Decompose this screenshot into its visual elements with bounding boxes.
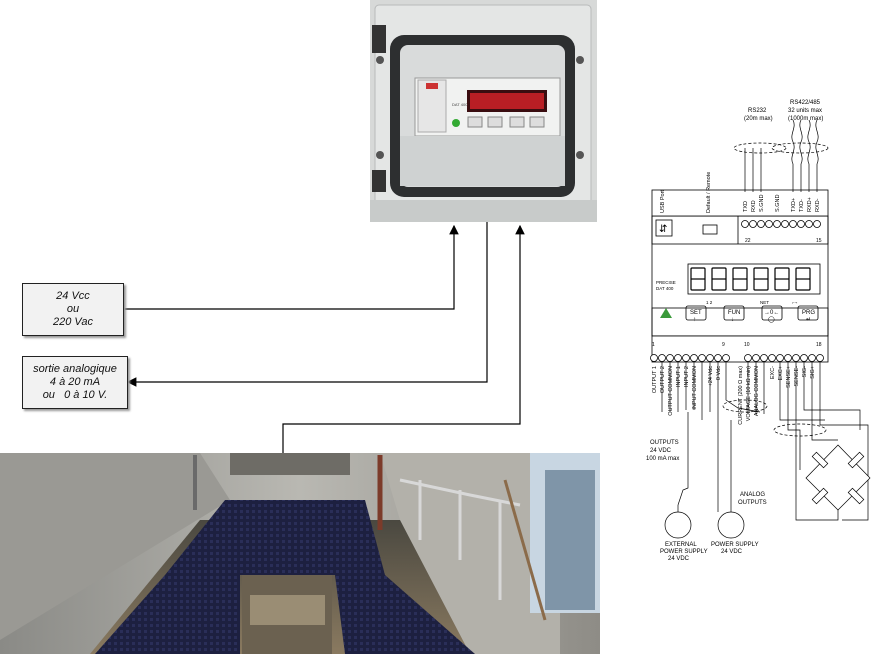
bottom-terminal-label: CURRENT (200 Ω max)	[738, 366, 744, 425]
default-remote-label: Default / Remote	[706, 172, 712, 213]
weighbridge-photo	[0, 453, 600, 654]
button-mark: ⌐¬	[792, 300, 798, 305]
seven-segment-display	[690, 267, 811, 291]
bottom-terminal-label: EXC+	[778, 366, 784, 381]
outputs-note-line: OUTPUTS	[650, 440, 679, 446]
top-terminal-label: RXD	[751, 200, 757, 212]
connection-lines	[123, 222, 525, 455]
brand-logo-icon	[660, 308, 672, 318]
bottom-terminal-label: INPUT 1	[676, 366, 682, 387]
top-terminal-label: TXD-	[799, 199, 805, 212]
bottom-pin-number: 1	[652, 342, 655, 348]
usb-port-label: USB Port	[660, 190, 666, 213]
top-terminal-label: S.GND	[775, 195, 781, 212]
top-terminal-label: TXD+	[791, 198, 797, 212]
usb-icon: ⇵	[659, 224, 667, 235]
bottom-terminal-label: +24 Vdc	[708, 366, 714, 387]
top-terminal-label: S.GND	[759, 195, 765, 212]
fun-button-label: FUN	[728, 310, 740, 316]
bottom-terminal-label: SENSE+	[786, 366, 792, 388]
rs232-label: RS232	[748, 108, 767, 114]
cabinet-photo	[370, 0, 597, 222]
prg-button-symbol: ↵	[806, 317, 811, 323]
bottom-terminal-label: VOLTAGE (10 kΩ min)	[746, 366, 752, 421]
top-terminal-screws	[741, 220, 821, 228]
fun-button-symbol: ↓	[731, 317, 734, 323]
top-terminal-label: RXD+	[807, 197, 813, 212]
bottom-terminal-label: OUTPUT 1	[652, 366, 658, 393]
external-supply-line: POWER SUPPLY	[660, 549, 708, 555]
output-line: sortie analogique	[33, 363, 117, 375]
power-line: 220 Vac	[53, 316, 93, 328]
bottom-pin-number: 18	[816, 342, 822, 348]
power-line: ou	[66, 303, 80, 315]
prg-button-label: PRG	[802, 310, 815, 316]
bottom-terminal-screws	[650, 354, 824, 362]
rs485-range-label: (1000m max)	[788, 116, 823, 122]
bottom-terminal-label: SIG-	[802, 366, 808, 377]
output-line: ou 0 à 10 V.	[42, 389, 108, 401]
brand-line: PRECISE	[656, 280, 676, 285]
cabinet-display-label: DAT 400	[452, 102, 468, 107]
bottom-terminal-label: SIG+	[810, 366, 816, 379]
outputs-note-line: 100 mA max	[646, 456, 679, 462]
bottom-pin-number: 10	[744, 342, 750, 348]
external-supply-line: 24 VDC	[668, 556, 690, 562]
power-supply-line: POWER SUPPLY	[711, 542, 759, 548]
external-supply-line: EXTERNAL	[665, 542, 697, 548]
bottom-terminal-label: INPUT COMMON	[692, 366, 698, 410]
top-terminal-label: RXD-	[815, 198, 821, 212]
top-pin-number: 22	[745, 238, 751, 244]
rs232-range-label: (20m max)	[744, 116, 773, 122]
rs485-units-label: 32 units max	[788, 108, 822, 114]
bottom-terminal-label: INPUT 2	[684, 366, 690, 387]
set-button-symbol: ↑	[693, 317, 696, 323]
set-button-label: SET	[690, 310, 702, 316]
analog-note-line: ANALOG	[740, 492, 765, 498]
bottom-terminal-label: ANALOG COMMON	[754, 366, 760, 416]
power-supply-line: 24 VDC	[721, 549, 743, 555]
zero-button-symbol: ◯	[768, 316, 775, 323]
bottom-terminal-label: OUTPUT 2	[660, 366, 666, 393]
bottom-terminal-label: EXC-	[770, 366, 776, 379]
zero-button-label: →0←	[764, 310, 779, 316]
bottom-terminal-label: OUTPUT COMMON	[668, 366, 674, 416]
button-mark: 1 2	[706, 300, 713, 305]
outputs-note-line: 24 VDC	[650, 448, 672, 454]
bottom-terminal-label: 0 Vdc	[716, 366, 722, 380]
output-line: 4 à 20 mA	[49, 376, 101, 388]
analog-output-box: sortie analogique 4 à 20 mA ou 0 à 10 V.	[22, 356, 128, 409]
top-pin-number: 15	[816, 238, 822, 244]
power-supply-box: 24 Vcc ou 220 Vac	[22, 283, 124, 336]
bottom-terminal-label: SENSE-	[794, 366, 800, 387]
wiring-diagram	[651, 189, 829, 363]
bottom-pin-number: 9	[722, 342, 725, 348]
brand-line: DAT 400	[656, 286, 674, 291]
top-terminal-label: TXD	[743, 201, 749, 212]
analog-note-line: OUTPUTS	[738, 500, 767, 506]
wiring-lines	[661, 119, 871, 539]
power-line: 24 Vcc	[56, 290, 90, 302]
rs485-label: RS422/485	[790, 100, 821, 106]
button-mark: NET	[760, 300, 769, 305]
